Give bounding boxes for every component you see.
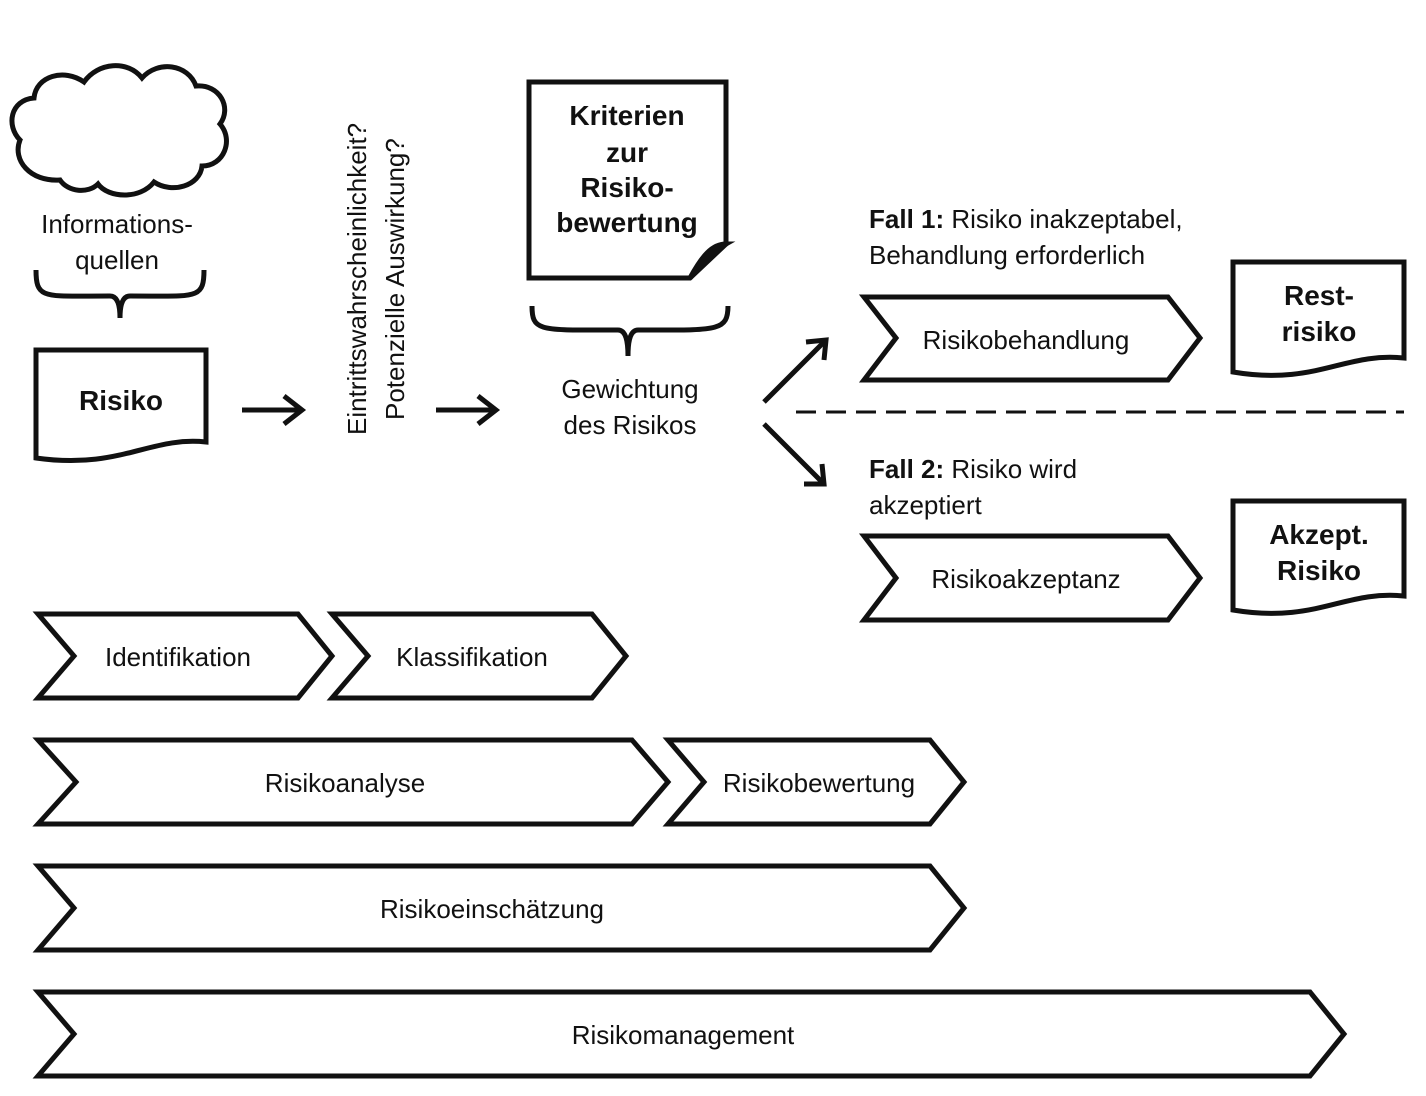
residual-risk-line1: Rest- [1284, 280, 1354, 311]
weighting-line1: Gewichtung [561, 374, 698, 404]
phase-analysis [32, 737, 672, 827]
brace-sources [33, 269, 207, 319]
arrow-right-icon [436, 394, 501, 426]
phase-assessment-label: Risikoeinschätzung [380, 894, 604, 924]
case1-label: Fall 1: Risiko inakzeptabel, [869, 204, 1183, 234]
criteria-line2: zur [606, 137, 648, 168]
residual-risk-document [1230, 259, 1407, 378]
folded-corner-icon [687, 241, 736, 280]
step-acceptance-label: Risikoakzeptanz [931, 564, 1120, 594]
phase-classification-label: Klassifikation [396, 642, 548, 672]
phase-analysis-label: Risikoanalyse [265, 768, 425, 798]
brace-criteria [529, 305, 731, 357]
phase-classification [326, 611, 630, 701]
step-treatment-label: Risikobehandlung [923, 325, 1130, 355]
phase-evaluation-label: Risikobewertung [723, 768, 915, 798]
case2-label-line2: akzeptiert [869, 490, 982, 520]
question-probability: Eintrittswahrscheinlichkeit? [342, 123, 372, 435]
phase-management-label: Risikomanagement [572, 1020, 795, 1050]
cloud-icon [9, 63, 229, 198]
step-acceptance [858, 533, 1204, 623]
phase-assessment [32, 863, 968, 953]
risk-document [33, 347, 209, 464]
sources-label-line2: quellen [75, 245, 159, 275]
phase-identification-label: Identifikation [105, 642, 251, 672]
question-impact: Potenzielle Auswirkung? [380, 138, 410, 420]
criteria-line1: Kriterien [569, 100, 684, 131]
arrow-up-right-icon [762, 337, 829, 404]
phase-evaluation [662, 737, 968, 827]
sources-label-line1: Informations- [41, 209, 193, 239]
criteria-line3: Risiko- [580, 172, 673, 203]
case1-label-line2: Behandlung erforderlich [869, 240, 1145, 270]
criteria-line4: bewertung [556, 207, 698, 238]
phase-identification [32, 611, 336, 701]
arrow-down-right-icon [762, 422, 827, 487]
phase-management [32, 989, 1348, 1079]
accepted-risk-document [1230, 498, 1407, 616]
weighting-line2: des Risikos [564, 410, 697, 440]
arrow-right-icon [242, 394, 307, 426]
accepted-risk-line2: Risiko [1277, 555, 1361, 586]
case2-label: Fall 2: Risiko wird [869, 454, 1077, 484]
risk-document-label: Risiko [79, 385, 163, 416]
residual-risk-line2: risiko [1282, 316, 1357, 347]
step-treatment [858, 294, 1204, 383]
accepted-risk-line1: Akzept. [1269, 519, 1369, 550]
